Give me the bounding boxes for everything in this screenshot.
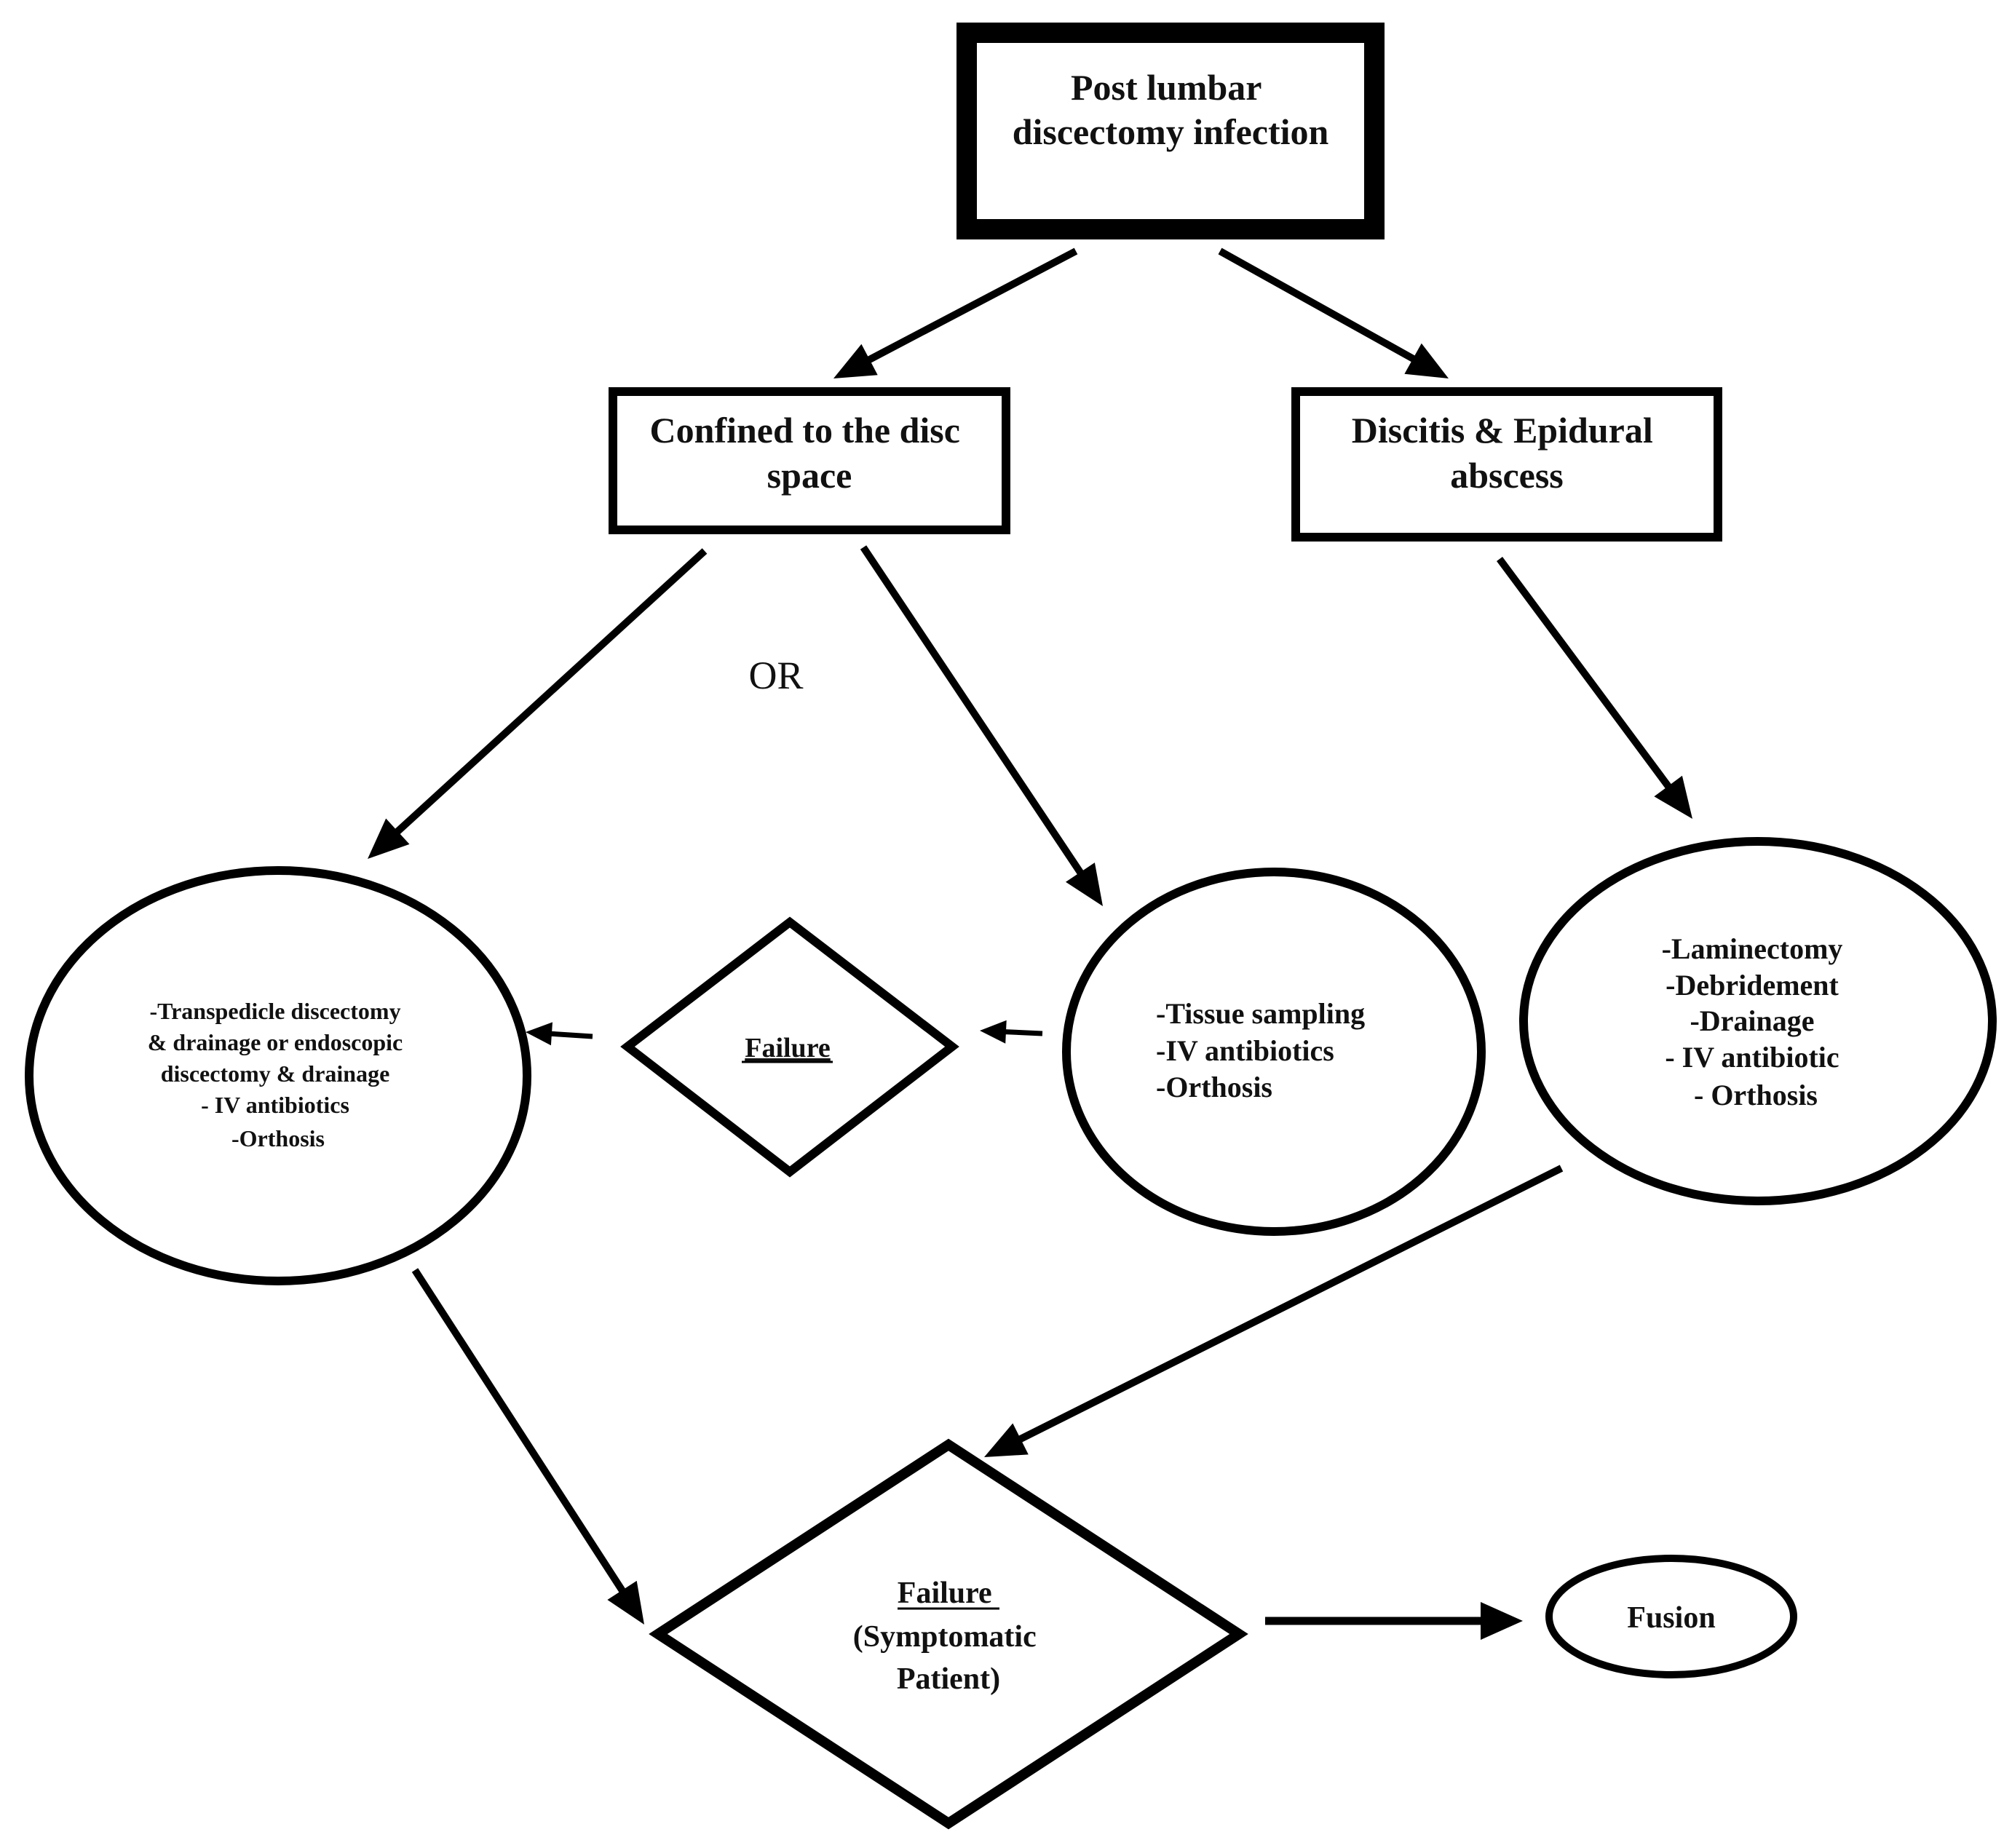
node-root-text: Post lumbar discectomy infection xyxy=(1013,67,1329,152)
edges xyxy=(368,247,1692,1640)
arrow-tissue-to-failure-small-shaft xyxy=(1002,1028,1043,1036)
node-failure-small-text: Failure xyxy=(745,1033,831,1063)
node-failure-big-text: Failure (Symptomatic Patient) xyxy=(853,1577,1044,1696)
arrow-laminectomy-to-failure-big-head xyxy=(984,1423,1029,1457)
arrow-tissue-to-failure-small-head xyxy=(980,1020,1007,1044)
arrow-root-to-discitis-shaft xyxy=(1218,247,1418,364)
arrow-confined-to-tissue xyxy=(860,545,1103,906)
arrow-discitis-to-laminectomy-shaft xyxy=(1496,557,1674,791)
arrow-root-to-discitis-head xyxy=(1404,343,1449,378)
node-tissue-ellipse xyxy=(1062,868,1486,1236)
arrow-confined-to-transpedicle-shaft xyxy=(393,548,708,836)
arrow-laminectomy-to-failure-big xyxy=(984,1165,1564,1457)
node-discitis-text: Discitis & Epidural abscess xyxy=(1352,410,1662,496)
arrow-failure-small-to-transpedicle-head xyxy=(526,1022,552,1046)
node-laminectomy-text: -Laminectomy -Debridement -Drainage - IV… xyxy=(1662,932,1850,1111)
arrow-failure-small-to-transpedicle xyxy=(526,1022,593,1046)
node-laminectomy-ellipse xyxy=(1519,837,1997,1205)
node-tissue-text: -Tissue sampling -IV antibiotics -Orthos… xyxy=(1156,997,1372,1103)
node-root-box xyxy=(957,23,1385,239)
arrow-transpedicle-to-failure-big xyxy=(411,1268,644,1625)
arrow-transpedicle-to-failure-big-shaft xyxy=(411,1268,627,1595)
arrow-confined-to-transpedicle xyxy=(368,548,708,859)
node-discitis-box xyxy=(1291,387,1722,542)
arrow-root-to-confined-head xyxy=(833,344,878,378)
node-transpedicle-text: -Transpedicle discectomy & drainage or e… xyxy=(148,998,409,1151)
arrow-failure-small-to-transpedicle-shaft xyxy=(548,1031,593,1039)
arrow-confined-to-tissue-head xyxy=(1066,862,1103,906)
arrow-root-to-confined-shaft xyxy=(865,247,1078,365)
node-transpedicle-ellipse xyxy=(25,866,531,1285)
node-fusion-ellipse xyxy=(1545,1555,1797,1678)
node-confined-text: Confined to the disc space xyxy=(650,410,970,496)
arrow-failure-big-to-fusion xyxy=(1265,1602,1523,1640)
arrow-failure-big-to-fusion-head xyxy=(1481,1602,1523,1640)
arrow-discitis-to-laminectomy-head xyxy=(1654,775,1692,819)
or-label: OR xyxy=(748,654,803,697)
arrow-confined-to-tissue-shaft xyxy=(860,545,1085,877)
arrow-discitis-to-laminectomy xyxy=(1496,557,1692,819)
node-failure-small-diamond xyxy=(620,916,959,1178)
arrow-root-to-discitis xyxy=(1218,247,1449,378)
node-failure-big-diamond xyxy=(649,1438,1248,1830)
arrow-root-to-confined xyxy=(833,247,1078,378)
arrow-tissue-to-failure-small xyxy=(980,1020,1043,1044)
node-confined-box xyxy=(609,387,1010,534)
arrow-confined-to-transpedicle-head xyxy=(368,818,410,859)
arrow-transpedicle-to-failure-big-head xyxy=(607,1580,644,1625)
node-fusion-text: Fusion xyxy=(1627,1601,1715,1635)
arrow-laminectomy-to-failure-big-shaft xyxy=(1016,1165,1564,1444)
